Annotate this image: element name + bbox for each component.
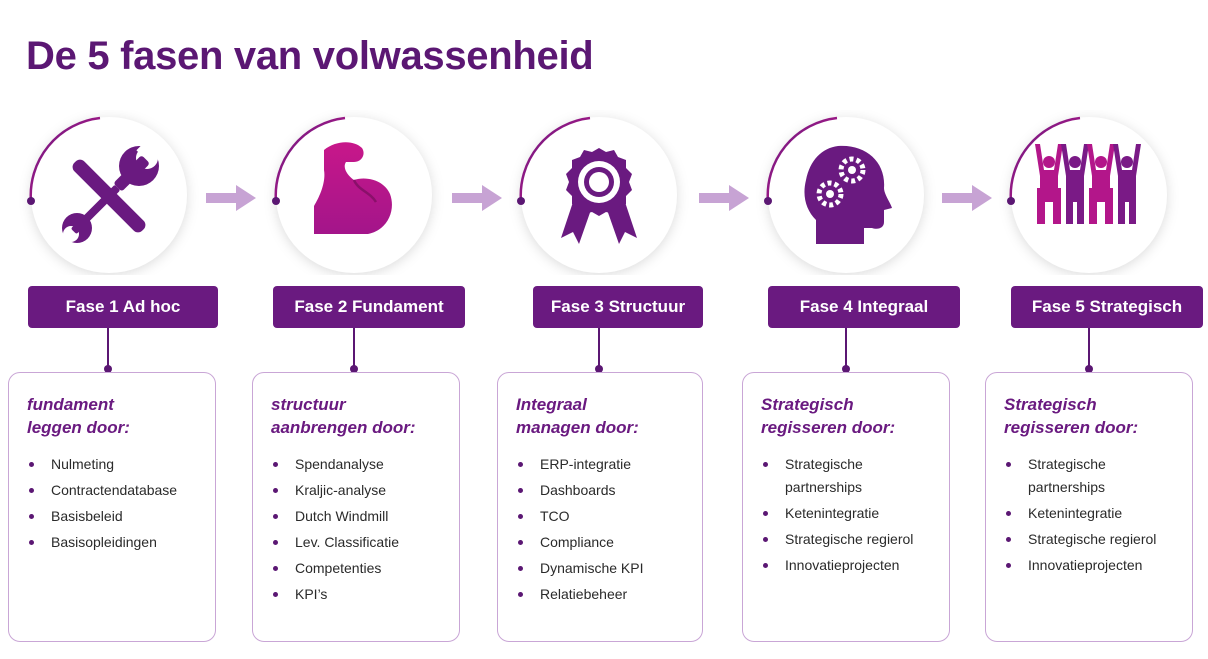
head-gears-icon — [804, 145, 892, 244]
list-item: Dashboards — [516, 479, 688, 502]
arrow-3-4-icon — [699, 185, 749, 211]
phase-2-label: Fase 2 Fundament — [273, 286, 465, 328]
phase-1: Fase 1 Ad hoc fundament leggen door: Nul… — [8, 110, 242, 650]
phase-1-connector-dot — [104, 365, 112, 373]
phase-2-circle — [258, 110, 488, 275]
phase-4-list: Strategische partnerships Ketenintegrati… — [761, 453, 935, 577]
list-item: ERP-integratie — [516, 453, 688, 476]
list-item: Ketenintegratie — [761, 502, 935, 525]
phase-5-connector — [1088, 328, 1090, 368]
phase-4-label: Fase 4 Integraal — [768, 286, 960, 328]
list-item: Strategische partnerships — [761, 453, 935, 499]
phase-3-heading: Integraal managen door: — [516, 395, 639, 437]
arrow-1-2-icon — [206, 185, 256, 211]
list-item: Spendanalyse — [271, 453, 445, 476]
list-item: Nulmeting — [27, 453, 201, 476]
list-item: Innovatieprojecten — [761, 554, 935, 577]
flexed-arm-icon — [314, 142, 392, 234]
phase-2-list: Spendanalyse Kraljic-analyse Dutch Windm… — [271, 453, 445, 606]
list-item: Strategische partnerships — [1004, 453, 1178, 499]
phase-5-card: Strategisch regisseren door: Strategisch… — [985, 372, 1193, 642]
phase-1-connector — [107, 328, 109, 368]
list-item: Ketenintegratie — [1004, 502, 1178, 525]
phase-3-connector — [598, 328, 600, 368]
list-item: Contractendatabase — [27, 479, 201, 502]
list-item: Competenties — [271, 557, 445, 580]
list-item: Kraljic-analyse — [271, 479, 445, 502]
phase-2-heading: structuur aanbrengen door: — [271, 395, 416, 437]
list-item: Dutch Windmill — [271, 505, 445, 528]
phase-3-connector-dot — [595, 365, 603, 373]
tools-icon — [62, 140, 159, 243]
list-item: KPI’s — [271, 583, 445, 606]
arrow-4-5-icon — [942, 185, 992, 211]
phase-2: Fase 2 Fundament structuur aanbrengen do… — [252, 110, 488, 650]
phase-5-list: Strategische partnerships Ketenintegrati… — [1004, 453, 1178, 577]
list-item: Strategische regierol — [1004, 528, 1178, 551]
arrow-2-3-icon — [452, 185, 502, 211]
phase-2-connector-dot — [350, 365, 358, 373]
phase-5: Fase 5 Strategisch Strategisch regissere… — [985, 110, 1208, 650]
list-item: Lev. Classificatie — [271, 531, 445, 554]
page-title: De 5 fasen van volwassenheid — [26, 34, 594, 78]
phase-4-heading: Strategisch regisseren door: — [761, 395, 896, 437]
team-celebrating-icon — [1035, 144, 1141, 224]
phase-5-heading: Strategisch regisseren door: — [1004, 395, 1139, 437]
phase-3-list: ERP-integratie Dashboards TCO Compliance… — [516, 453, 688, 606]
phase-4: Fase 4 Integraal Strategisch regisseren … — [742, 110, 980, 650]
phase-4-card: Strategisch regisseren door: Strategisch… — [742, 372, 950, 642]
list-item: Relatiebeheer — [516, 583, 688, 606]
phase-5-connector-dot — [1085, 365, 1093, 373]
phase-2-card: structuur aanbrengen door: Spendanalyse … — [252, 372, 460, 642]
phase-3: Fase 3 Structuur Integraal managen door:… — [497, 110, 733, 650]
phase-5-label: Fase 5 Strategisch — [1011, 286, 1203, 328]
phase-1-list: Nulmeting Contractendatabase Basisbeleid… — [27, 453, 201, 554]
list-item: Basisopleidingen — [27, 531, 201, 554]
phase-4-connector-dot — [842, 365, 850, 373]
phase-5-circle — [993, 110, 1208, 275]
phase-3-circle — [503, 110, 733, 275]
phase-1-circle — [12, 110, 242, 275]
award-ribbon-icon — [561, 148, 637, 244]
phase-4-connector — [845, 328, 847, 368]
phase-4-circle — [750, 110, 980, 275]
list-item: Strategische regierol — [761, 528, 935, 551]
list-item: Compliance — [516, 531, 688, 554]
phase-1-label: Fase 1 Ad hoc — [28, 286, 218, 328]
phase-3-label: Fase 3 Structuur — [533, 286, 703, 328]
list-item: Innovatieprojecten — [1004, 554, 1178, 577]
phase-1-card: fundament leggen door: Nulmeting Contrac… — [8, 372, 216, 642]
phase-3-card: Integraal managen door: ERP-integratie D… — [497, 372, 703, 642]
phase-1-heading: fundament leggen door: — [27, 395, 130, 437]
list-item: TCO — [516, 505, 688, 528]
phase-2-connector — [353, 328, 355, 368]
list-item: Dynamische KPI — [516, 557, 688, 580]
list-item: Basisbeleid — [27, 505, 201, 528]
